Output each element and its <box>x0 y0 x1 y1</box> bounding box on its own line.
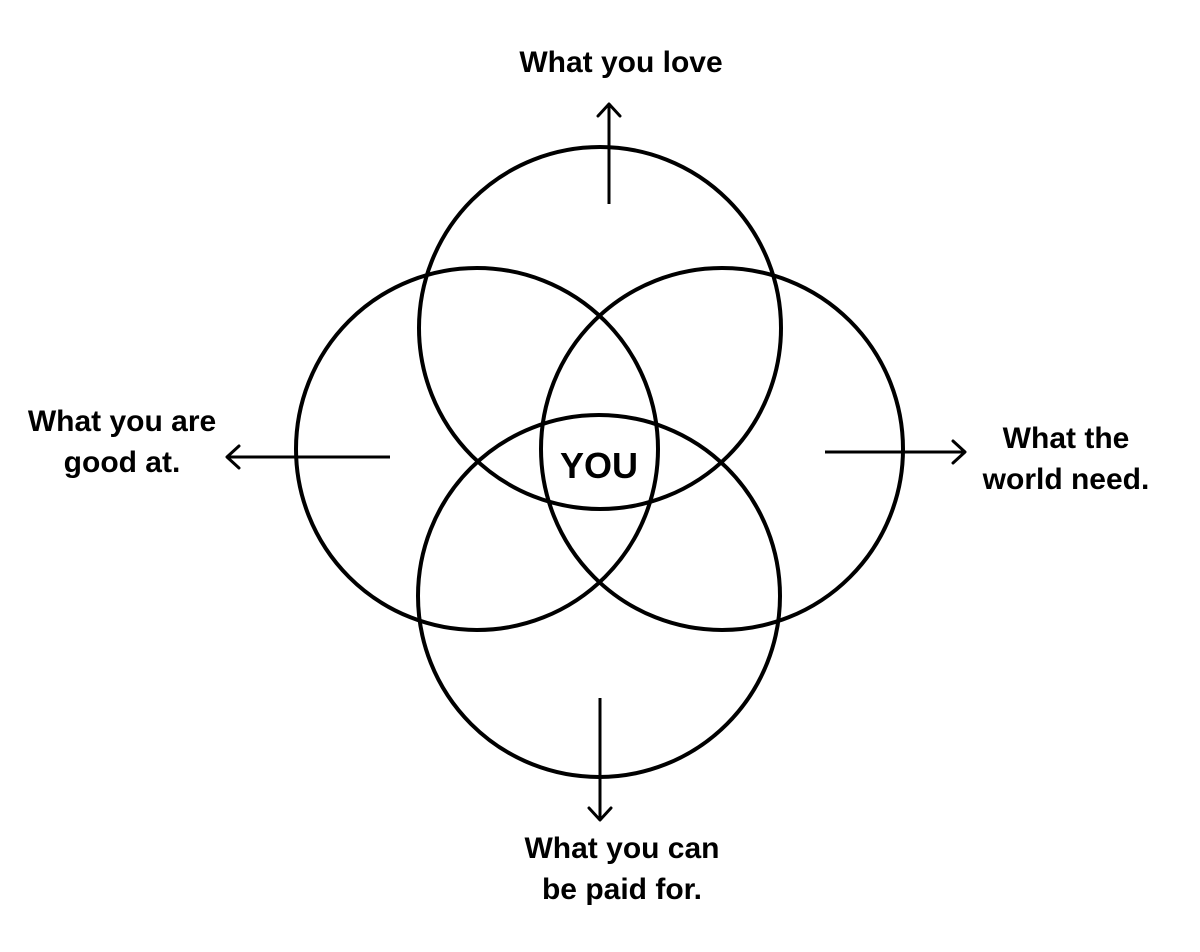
arrow-up-icon <box>596 102 622 204</box>
arrow-left-icon <box>225 444 390 470</box>
arrow-down-icon <box>587 698 613 822</box>
label-what-you-can-be-paid-for-line2: be paid for. <box>542 873 702 906</box>
circle-what-the-world-need <box>539 266 905 632</box>
label-what-you-are-good-at-line2: good at. <box>64 446 181 479</box>
label-what-you-love: What you love <box>519 46 722 79</box>
label-what-you-can-be-paid-for: What you can <box>524 832 719 865</box>
circle-what-you-love <box>417 145 783 511</box>
label-what-the-world-need-line2: world need. <box>982 463 1150 496</box>
circle-what-you-are-good-at <box>294 266 660 632</box>
center-label: YOU <box>560 445 638 486</box>
arrow-right-icon <box>825 439 967 465</box>
label-what-the-world-need: What the <box>1003 422 1130 455</box>
label-what-you-are-good-at: What you are <box>28 405 216 438</box>
